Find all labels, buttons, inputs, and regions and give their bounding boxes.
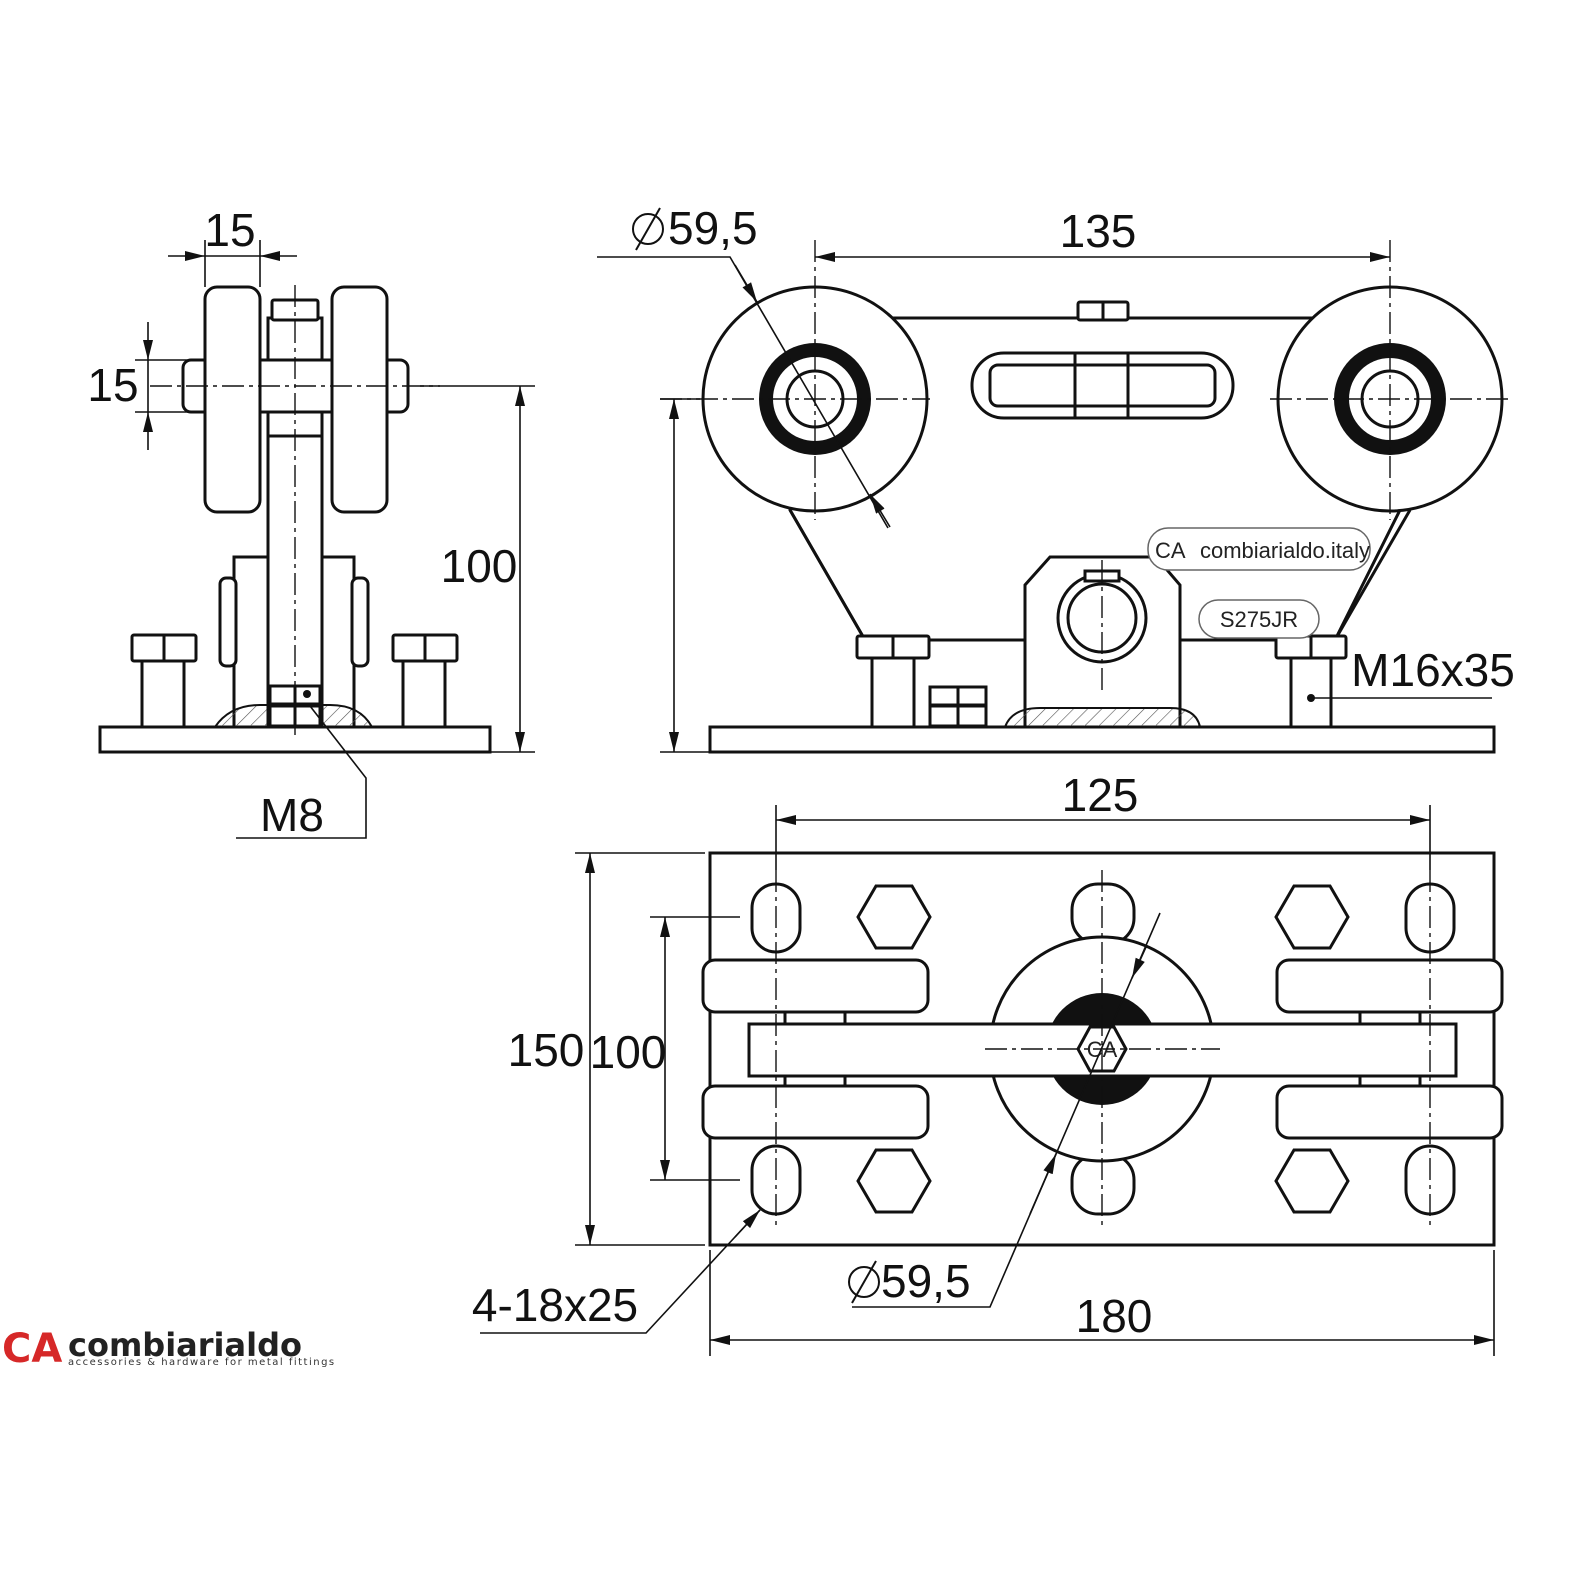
- front-base-plate: [708, 725, 1496, 754]
- front-bolt-leader: M16x35: [1311, 644, 1515, 699]
- front-dim-diameter: 59,5: [597, 202, 891, 529]
- side-wheel-right: [330, 285, 389, 514]
- top-dim-plate-width: 180: [709, 1250, 1495, 1356]
- top-dim-diameter: 59,5: [848, 912, 1161, 1308]
- top-dim-plate-width-label: 180: [1076, 1290, 1153, 1342]
- top-dim-slot-depth: 100: [590, 916, 740, 1181]
- side-m8-label: M8: [260, 789, 324, 841]
- top-dim-slot-depth-label: 100: [590, 1026, 667, 1078]
- top-slot-leader: 4-18x25: [472, 1209, 761, 1334]
- brand-logo-mark: CA: [2, 1326, 62, 1372]
- front-engraving-code: S275JR: [1198, 599, 1320, 639]
- top-dim-diameter-label: 59,5: [881, 1255, 971, 1307]
- front-slot-inner: [988, 363, 1217, 408]
- side-bolt-left: [130, 633, 198, 729]
- top-hex-bolts: [856, 884, 1350, 1214]
- side-dim-hole-label: 15: [87, 359, 138, 411]
- front-view: CA combiarialdo.italy S275JR 135 59,5: [597, 202, 1515, 754]
- engraving-ca: CA: [1155, 538, 1186, 563]
- front-dim-wheel-spacing: 135: [815, 205, 1390, 262]
- side-m8-leader: M8: [236, 705, 367, 841]
- side-bolt-right: [391, 633, 459, 729]
- front-engraving-logo: CA combiarialdo.italy: [1147, 527, 1371, 571]
- front-dim-height: [660, 398, 710, 753]
- brand-name: combiarialdo: [68, 1326, 302, 1364]
- front-weld: [1003, 707, 1202, 728]
- side-wheel-left: [203, 285, 262, 514]
- side-dim-top-width-label: 15: [204, 204, 255, 256]
- side-dim-top-width: 15: [168, 204, 297, 287]
- side-dim-height-label: 100: [441, 540, 518, 592]
- front-dim-wheel-spacing-label: 135: [1060, 205, 1137, 257]
- top-wheels: [701, 958, 1504, 1140]
- side-view: 15 15 100 M8: [87, 204, 535, 841]
- top-arm-connectors: [783, 1012, 1422, 1086]
- front-m8-nuts: [928, 685, 988, 728]
- engraving-logo-text: combiarialdo.italy: [1200, 538, 1370, 563]
- top-dim-plate-depth: 150: [508, 852, 705, 1246]
- top-dim-plate-depth-label: 150: [508, 1024, 585, 1076]
- top-dim-slot-spacing: 125: [775, 769, 1431, 870]
- top-view: CA 125 150 100: [472, 769, 1504, 1356]
- side-dim-height: 100: [420, 385, 535, 753]
- front-bolt-right: [1274, 634, 1348, 729]
- front-dim-diameter-label: 59,5: [668, 202, 758, 254]
- front-bolt-label: M16x35: [1351, 644, 1515, 696]
- brand-logo: CA combiarialdo accessories & hardware f…: [2, 1326, 336, 1372]
- front-bolt-left: [855, 634, 931, 729]
- engraving-code-text: S275JR: [1220, 607, 1298, 632]
- top-dim-slot-spacing-label: 125: [1062, 769, 1139, 821]
- side-bushing-right: [350, 576, 370, 668]
- top-slot-label: 4-18x25: [472, 1279, 638, 1331]
- side-bushing-left: [218, 576, 238, 668]
- brand-tagline: accessories & hardware for metal fitting…: [68, 1357, 336, 1368]
- side-dim-hole: 15: [87, 322, 200, 450]
